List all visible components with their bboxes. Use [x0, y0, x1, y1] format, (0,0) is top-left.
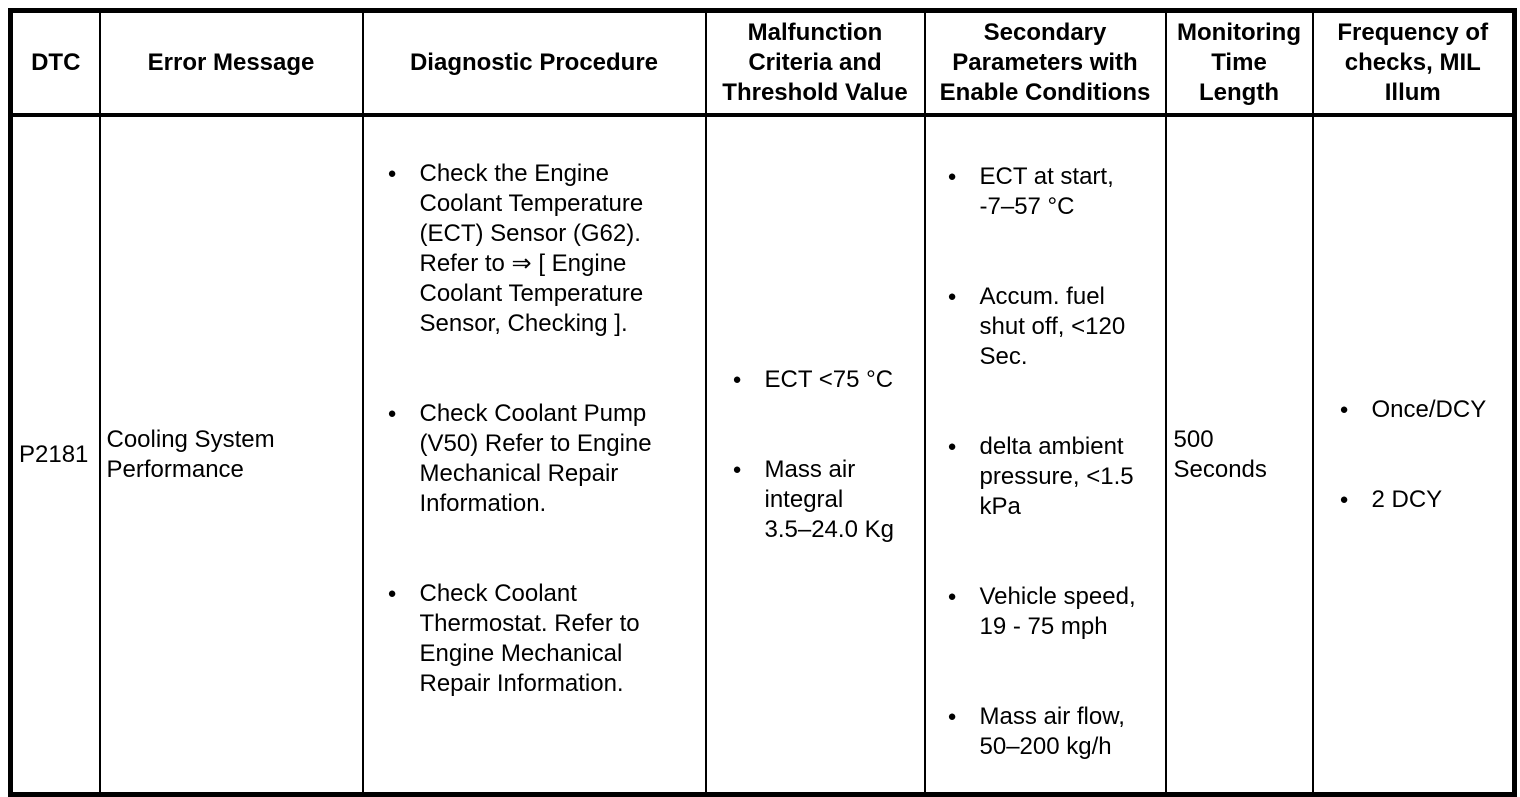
- header-frequency-of-checks: Frequency of checks, MIL Illum: [1311, 9, 1516, 117]
- bullet-icon: ●: [387, 405, 397, 422]
- cell-diagnostic-procedure: ● Check the Engine Coolant Temperature (…: [361, 114, 707, 796]
- list-item: ● ECT <75 °C: [733, 365, 920, 395]
- diagnostic-step-text: Check the Engine Coolant Temperature (EC…: [419, 160, 644, 337]
- cell-error-message: Cooling System Performance: [98, 114, 364, 796]
- bullet-icon: ●: [947, 168, 957, 185]
- bullet-icon: ●: [947, 708, 957, 725]
- secondary-parameter-text: Mass air flow, 50–200 kg/h: [979, 703, 1125, 760]
- bullet-icon: ●: [947, 288, 957, 305]
- bullet-icon: ●: [732, 370, 742, 388]
- bullet-icon: ●: [947, 438, 957, 455]
- frequency-text: 2 DCY: [1371, 485, 1443, 513]
- diagnostic-step-text: Check Coolant Pump (V50) Refer to Engine…: [419, 400, 652, 517]
- malfunction-criterion-text: Mass air integral 3.5–24.0 Kg: [764, 455, 894, 543]
- cell-monitoring-time: 500 Seconds: [1164, 114, 1314, 796]
- header-monitoring-time: Monitoring Time Length: [1164, 9, 1314, 117]
- header-row: DTC Error Message Diagnostic Procedure M…: [9, 9, 1516, 117]
- list-item: ● Once/DCY: [1340, 395, 1509, 425]
- list-item: ● Check Coolant Thermostat. Refer to Eng…: [388, 579, 699, 699]
- list-item: ● ECT at start, -7–57 °C: [948, 162, 1161, 222]
- list-item: ● Mass air integral 3.5–24.0 Kg: [733, 455, 920, 545]
- list-item: ● Mass air flow, 50–200 kg/h: [948, 702, 1161, 762]
- frequency-text: Once/DCY: [1371, 395, 1487, 423]
- header-diagnostic-procedure: Diagnostic Procedure: [361, 9, 707, 117]
- list-item: ● Check the Engine Coolant Temperature (…: [388, 159, 699, 339]
- cell-secondary-parameters: ● ECT at start, -7–57 °C ● Accum. fuel s…: [923, 114, 1167, 796]
- dtc-diagnostic-table: DTC Error Message Diagnostic Procedure M…: [8, 8, 1517, 797]
- malfunction-criterion-text: ECT <75 °C: [764, 365, 894, 393]
- secondary-parameter-text: ECT at start, -7–57 °C: [979, 163, 1114, 220]
- cell-dtc-code: P2181: [9, 114, 101, 796]
- bullet-icon: ●: [387, 585, 397, 602]
- header-malfunction-criteria: Malfunction Criteria and Threshold Value: [704, 9, 926, 117]
- bullet-icon: ●: [1339, 490, 1349, 508]
- header-dtc: DTC: [9, 9, 101, 117]
- cell-malfunction-criteria: ● ECT <75 °C ● Mass air integral 3.5–24.…: [704, 114, 926, 796]
- header-error-message: Error Message: [98, 9, 364, 117]
- bullet-icon: ●: [732, 460, 742, 478]
- cell-frequency-of-checks: ● Once/DCY ● 2 DCY: [1311, 114, 1516, 796]
- list-item: ● Vehicle speed, 19 - 75 mph: [948, 582, 1161, 642]
- list-item: ● Check Coolant Pump (V50) Refer to Engi…: [388, 399, 699, 519]
- secondary-parameter-text: delta ambient pressure, <1.5 kPa: [979, 433, 1134, 520]
- header-secondary-parameters: Secondary Parameters with Enable Conditi…: [923, 9, 1167, 117]
- secondary-parameter-text: Accum. fuel shut off, <120 Sec.: [979, 283, 1126, 370]
- list-item: ● Accum. fuel shut off, <120 Sec.: [948, 282, 1161, 372]
- list-item: ● delta ambient pressure, <1.5 kPa: [948, 432, 1161, 522]
- bullet-icon: ●: [947, 588, 957, 605]
- bullet-icon: ●: [1339, 400, 1349, 418]
- diagnostic-step-text: Check Coolant Thermostat. Refer to Engin…: [419, 580, 640, 697]
- table-row: P2181 Cooling System Performance ● Check…: [9, 114, 1516, 796]
- bullet-icon: ●: [387, 165, 397, 182]
- secondary-parameter-text: Vehicle speed, 19 - 75 mph: [979, 583, 1136, 640]
- list-item: ● 2 DCY: [1340, 485, 1509, 515]
- document-page: DTC Error Message Diagnostic Procedure M…: [8, 8, 1517, 797]
